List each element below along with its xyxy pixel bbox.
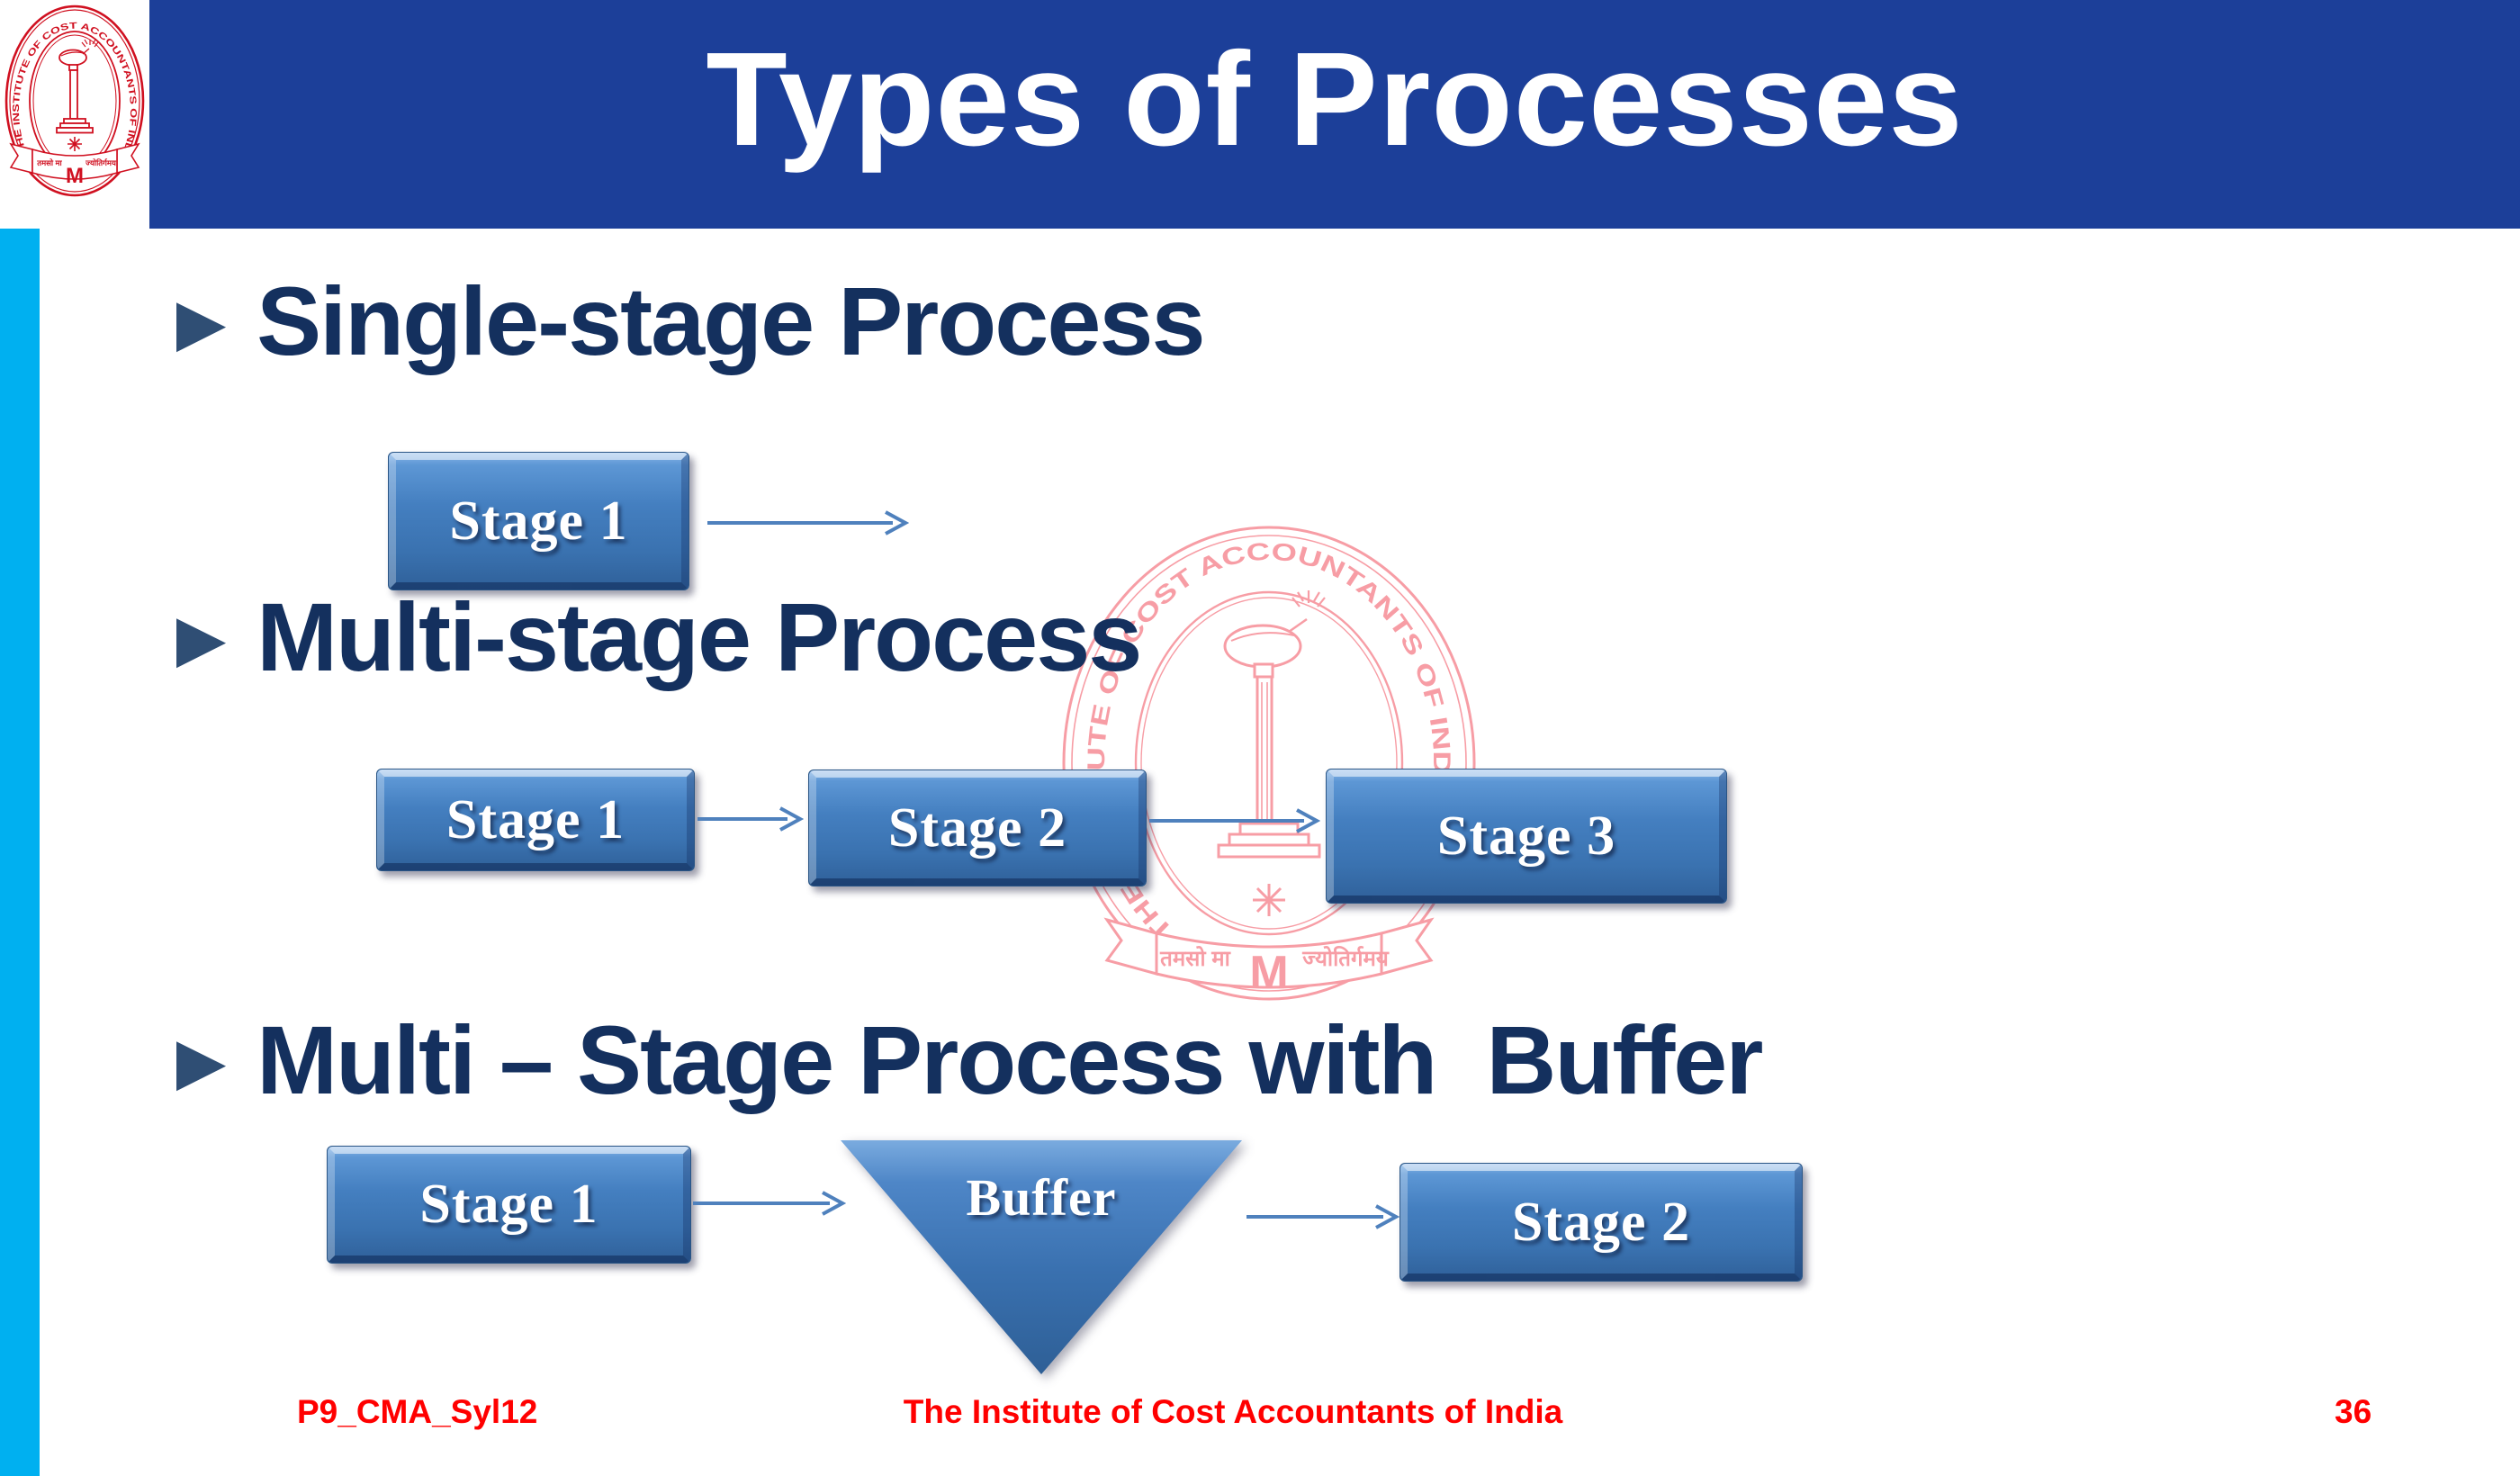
bullet-triangle-icon: ► xyxy=(160,1016,243,1109)
stage-box-label: Stage 1 xyxy=(419,1174,598,1235)
logo-banner-left-text: तमसो मा xyxy=(36,158,62,167)
institute-logo: THE INSTITUTE OF COST ACCOUNTANTS OF IND… xyxy=(0,0,145,197)
logo-banner xyxy=(9,142,140,180)
buffer-row-stage-2-box: Stage 2 xyxy=(1400,1163,1803,1282)
heading-single-stage: ► Single-stage Process xyxy=(160,266,1206,376)
flow-arrow-icon xyxy=(698,806,804,832)
page-title: Types of Processes xyxy=(706,25,1964,174)
single-stage-box-1: Stage 1 xyxy=(388,452,689,590)
bullet-triangle-icon: ► xyxy=(160,593,243,686)
multi-stage-box-1: Stage 1 xyxy=(376,769,695,871)
stage-box-label: Stage 3 xyxy=(1436,805,1616,867)
buffer-row-stage-1-box: Stage 1 xyxy=(327,1146,691,1264)
multi-stage-box-2: Stage 2 xyxy=(808,770,1147,886)
watermark-monogram: M xyxy=(1249,947,1288,999)
heading-multi-stage: ► Multi-stage Process xyxy=(160,582,1142,692)
logo-banner-right-text: ज्योतिर्गमय xyxy=(85,158,117,167)
footer-institute-name: The Institute of Cost Accountants of Ind… xyxy=(903,1393,1563,1430)
buffer-label: Buffer xyxy=(966,1168,1117,1227)
footer-course-code: P9_CMA_Syl12 xyxy=(297,1393,538,1430)
watermark-banner-right-text: ज्योतिर्गमय xyxy=(1301,946,1390,971)
stage-box-label: Stage 1 xyxy=(449,490,628,552)
heading-text: Single-stage Process xyxy=(256,266,1205,375)
flow-arrow-icon xyxy=(707,510,909,536)
logo-lamp-pillar xyxy=(56,48,94,134)
buffer-triangle: Buffer xyxy=(841,1140,1242,1374)
watermark-banner xyxy=(1103,917,1435,989)
logo-star xyxy=(68,137,82,151)
bullet-triangle-icon: ► xyxy=(160,277,243,370)
heading-text: Multi – Stage Process with Buffer xyxy=(256,1005,1763,1114)
watermark-banner-left-text: तमसो मा xyxy=(1159,946,1230,971)
watermark-flame xyxy=(1292,590,1326,608)
flow-arrow-icon xyxy=(1246,1204,1400,1229)
left-accent-strip xyxy=(0,229,40,1476)
multi-stage-box-3: Stage 3 xyxy=(1326,769,1727,904)
page-number: 36 xyxy=(2335,1393,2372,1430)
stage-box-label: Stage 1 xyxy=(446,788,626,850)
stage-box-label: Stage 2 xyxy=(1511,1191,1691,1253)
watermark-lamp-pillar xyxy=(1217,617,1321,859)
heading-buffer-stage: ► Multi – Stage Process with Buffer xyxy=(160,1005,1763,1115)
logo-monogram: M xyxy=(66,164,84,188)
flow-arrow-icon xyxy=(693,1191,846,1216)
watermark-star xyxy=(1253,884,1285,916)
institute-logo-box: THE INSTITUTE OF COST ACCOUNTANTS OF IND… xyxy=(0,0,149,229)
title-bar: Types of Processes xyxy=(0,0,2520,229)
heading-text: Multi-stage Process xyxy=(256,582,1142,691)
logo-flame xyxy=(81,39,99,48)
flow-arrow-icon xyxy=(1149,808,1320,833)
stage-box-label: Stage 2 xyxy=(887,796,1067,859)
